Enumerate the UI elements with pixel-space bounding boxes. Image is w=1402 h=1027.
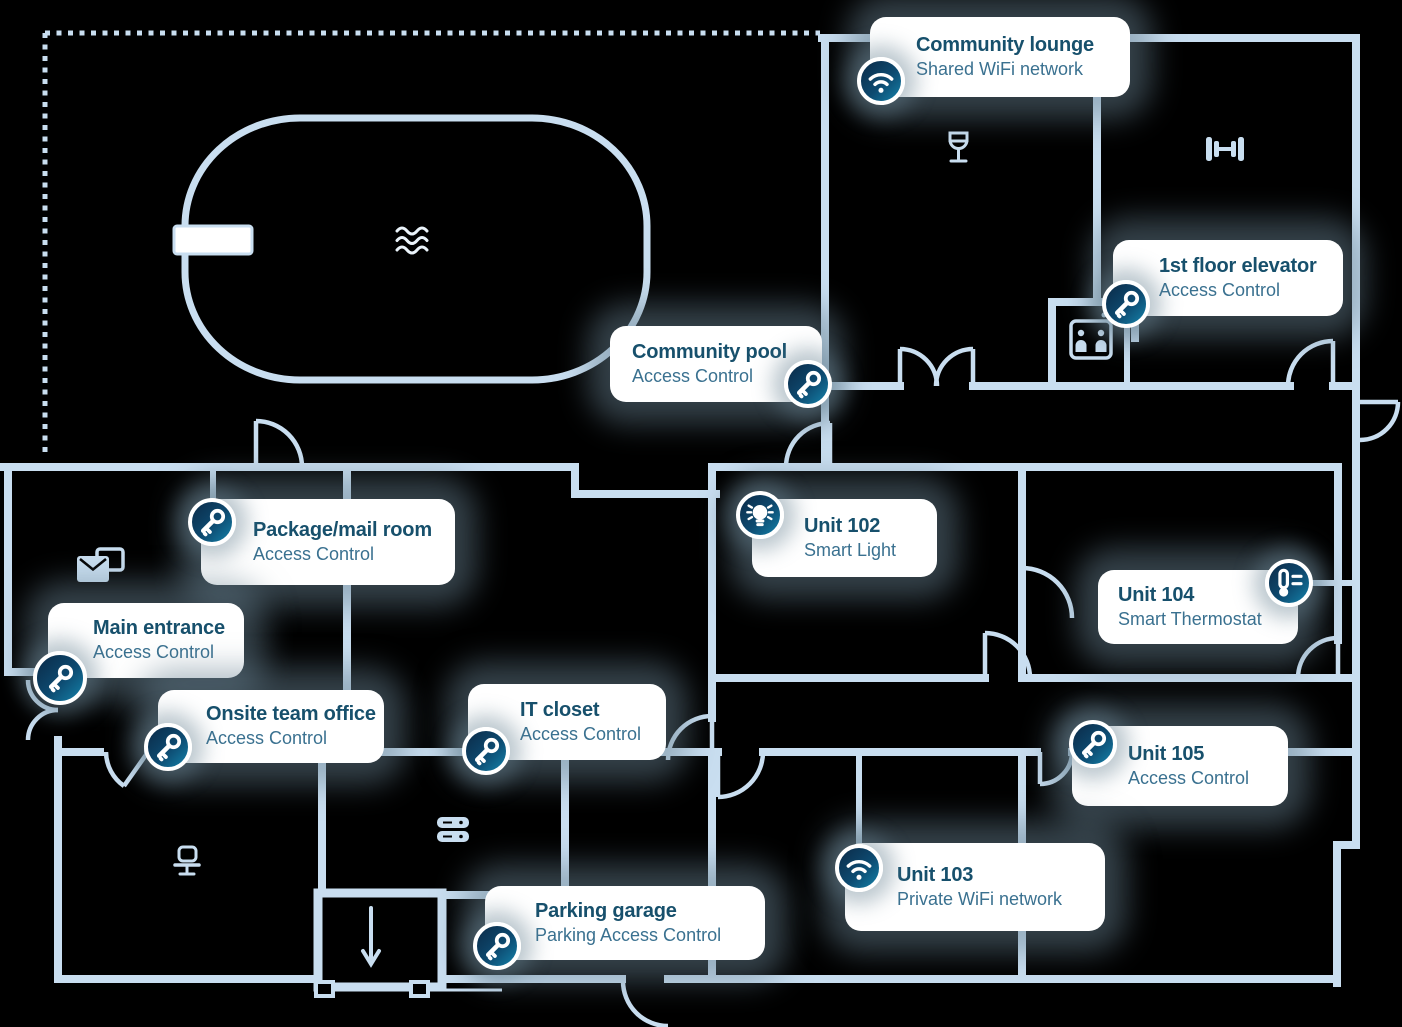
- device-card-unit-104[interactable]: Unit 104 Smart Thermostat: [1098, 570, 1298, 644]
- card-title: Community pool: [632, 340, 787, 363]
- card-title: Unit 104: [1118, 583, 1195, 606]
- wifi-icon[interactable]: [857, 57, 905, 105]
- card-title: IT closet: [520, 698, 600, 721]
- diving-board: [172, 224, 254, 256]
- pool-outline: [172, 114, 651, 384]
- card-subtitle: Access Control: [632, 365, 754, 386]
- key-icon[interactable]: [144, 723, 192, 771]
- dumbbell-icon: [1206, 137, 1244, 161]
- key-icon[interactable]: [784, 360, 832, 408]
- office-chair-icon: [173, 845, 201, 876]
- key-icon[interactable]: [462, 727, 510, 775]
- card-subtitle: Access Control: [1159, 279, 1281, 300]
- card-title: Package/mail room: [253, 518, 432, 541]
- card-subtitle: Parking Access Control: [535, 924, 722, 945]
- device-card-1st-floor-elevator[interactable]: 1st floor elevator Access Control: [1113, 240, 1343, 316]
- elevator-people-icon: [1069, 312, 1113, 360]
- network-rack-icon: [437, 817, 469, 842]
- key-icon[interactable]: [33, 651, 87, 705]
- card-subtitle: Access Control: [253, 543, 375, 564]
- pool-waves-icon: [395, 226, 429, 255]
- device-card-parking-garage[interactable]: Parking garage Parking Access Control: [485, 886, 765, 960]
- card-title: Unit 102: [804, 514, 881, 537]
- key-icon[interactable]: [1102, 280, 1150, 328]
- card-subtitle: Private WiFi network: [897, 888, 1063, 909]
- card-title: Unit 105: [1128, 742, 1205, 765]
- card-subtitle: Access Control: [93, 642, 215, 663]
- key-icon[interactable]: [1069, 720, 1117, 768]
- device-card-it-closet[interactable]: IT closet Access Control: [468, 684, 666, 760]
- device-card-package-mail-room[interactable]: Package/mail room Access Control: [201, 499, 455, 585]
- card-title: 1st floor elevator: [1159, 254, 1317, 277]
- light-icon[interactable]: [736, 491, 784, 539]
- wine-glass-icon: [948, 131, 969, 163]
- device-card-unit-103[interactable]: Unit 103 Private WiFi network: [845, 843, 1105, 931]
- card-title: Main entrance: [93, 617, 225, 640]
- card-subtitle: Smart Light: [804, 539, 897, 560]
- thermostat-icon[interactable]: [1265, 559, 1313, 607]
- card-title: Parking garage: [535, 899, 677, 922]
- mailroom-icon: [77, 547, 125, 582]
- device-card-onsite-team-office[interactable]: Onsite team office Access Control: [158, 690, 384, 763]
- device-card-community-lounge[interactable]: Community lounge Shared WiFi network: [870, 17, 1130, 97]
- wifi-icon[interactable]: [835, 844, 883, 892]
- amenity-icons: [77, 131, 1244, 876]
- key-icon[interactable]: [473, 922, 521, 970]
- card-subtitle: Access Control: [520, 723, 642, 744]
- card-subtitle: Access Control: [206, 728, 328, 749]
- door-arcs: [25, 338, 1401, 1027]
- pool-deck-dotted-boundary: [42, 30, 820, 458]
- card-subtitle: Smart Thermostat: [1118, 608, 1262, 629]
- card-title: Unit 103: [897, 863, 974, 886]
- card-title: Onsite team office: [206, 703, 376, 726]
- parking-ramp: [313, 888, 502, 998]
- card-subtitle: Shared WiFi network: [916, 58, 1084, 79]
- key-icon[interactable]: [188, 498, 236, 546]
- card-title: Community lounge: [916, 33, 1094, 56]
- ramp-down-arrow-icon: [361, 906, 381, 968]
- card-subtitle: Access Control: [1128, 767, 1250, 788]
